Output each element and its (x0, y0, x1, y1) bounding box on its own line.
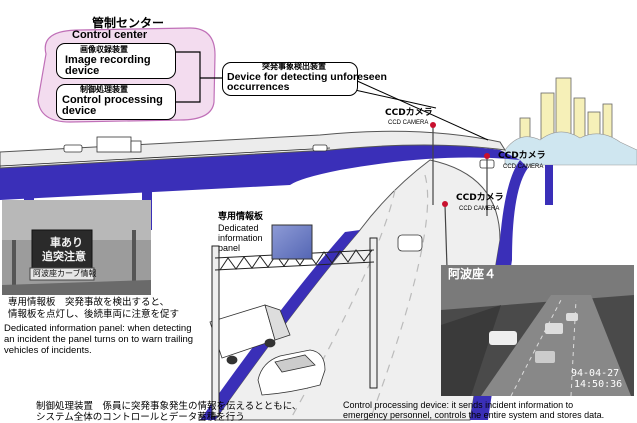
panel-caption-en-2: an incident the panel turns on to warn t… (4, 334, 194, 345)
panel-label-en-2: information (218, 233, 263, 243)
processing-device-label-jp: 制御処理装置 (80, 85, 128, 94)
processing-device-label-en-1: Control processing (62, 94, 163, 106)
sign-photo-sub: 阿波座カーブ情報 (33, 269, 97, 278)
sign-photo: 車あり 追突注意 阿波座カーブ情報 (2, 200, 151, 295)
image-device-label-jp: 画像収録装置 (80, 45, 128, 54)
processing-caption-jp-1: 制御処理装置 係員に突発事象発生の情報を伝えるとともに、 (36, 401, 302, 412)
sign-photo-line1: 車あり (50, 236, 83, 249)
processing-caption-jp-2: システム全体のコントロールとデータ蓄積を行う (36, 412, 245, 423)
camera-label-jp: CCDカメラ (498, 151, 546, 161)
detector-label-jp: 突発事象検出装置 (262, 62, 326, 71)
camera-label-en: CCD CAMERA (388, 120, 429, 126)
sign-photo-line2: 追突注意 (42, 250, 86, 263)
panel-label-jp: 専用情報板 (218, 212, 264, 222)
processing-device-label-en-2: device (62, 105, 97, 117)
ccd-camera-icon (442, 201, 448, 207)
camera-photo: 阿波座４ 94-04-27 14:50:36 (441, 265, 634, 396)
processing-caption-en-1: Control processing device: it sends inci… (343, 400, 574, 410)
camera-photo-scene (441, 265, 634, 396)
car-foreground (257, 349, 326, 396)
connector-line (354, 89, 437, 109)
image-recording-device-box (56, 43, 176, 79)
panel-caption-en-3: vehicles of incidents. (4, 345, 92, 356)
sign-photo-scene (2, 200, 151, 295)
camera-label-jp: CCDカメラ (456, 193, 504, 203)
connector-line (354, 79, 489, 141)
panel-label-en-1: Dedicated (218, 223, 259, 233)
detector-box (222, 62, 358, 96)
connector-line (174, 51, 201, 103)
ccd-camera-icon (430, 122, 436, 128)
panel-caption-jp-2: 情報板を点灯し、後続車両に注意を促す (8, 309, 180, 320)
information-panel-screen (271, 224, 313, 260)
control-center-title-jp: 管制センター (92, 16, 165, 30)
camera-label-jp: CCDカメラ (385, 108, 433, 118)
city-skyline (519, 77, 613, 149)
image-device-label-en-2: device (65, 65, 100, 77)
control-processing-device-box (56, 84, 176, 120)
processing-caption-en-2: emergency personnel, controls the entire… (343, 410, 605, 420)
image-device-label-en-1: Image recording (65, 54, 151, 66)
panel-caption-en-1: Dedicated information panel: when detect… (4, 323, 192, 334)
camera-photo-label: 阿波座４ (448, 267, 497, 281)
detector-label-en-2: occurrences (227, 81, 290, 93)
camera-photo-time: 14:50:36 (574, 379, 623, 390)
camera-photo-date: 94-04-27 (571, 368, 620, 379)
camera-label-en: CCD CAMERA (503, 164, 544, 170)
detector-label-en-1: Device for detecting unforeseen (227, 71, 387, 83)
panel-label-en-3: panel (218, 243, 241, 253)
control-center-title-en: Control center (72, 29, 148, 41)
panel-caption-jp-1: 専用情報板 突発事故を検出すると、 (8, 297, 170, 308)
vehicles (63, 136, 495, 396)
truck (209, 304, 291, 365)
tree-line (504, 131, 637, 166)
camera-poles (432, 126, 488, 269)
ccd-camera-icon (484, 153, 490, 159)
camera-label-en: CCD CAMERA (459, 206, 500, 212)
